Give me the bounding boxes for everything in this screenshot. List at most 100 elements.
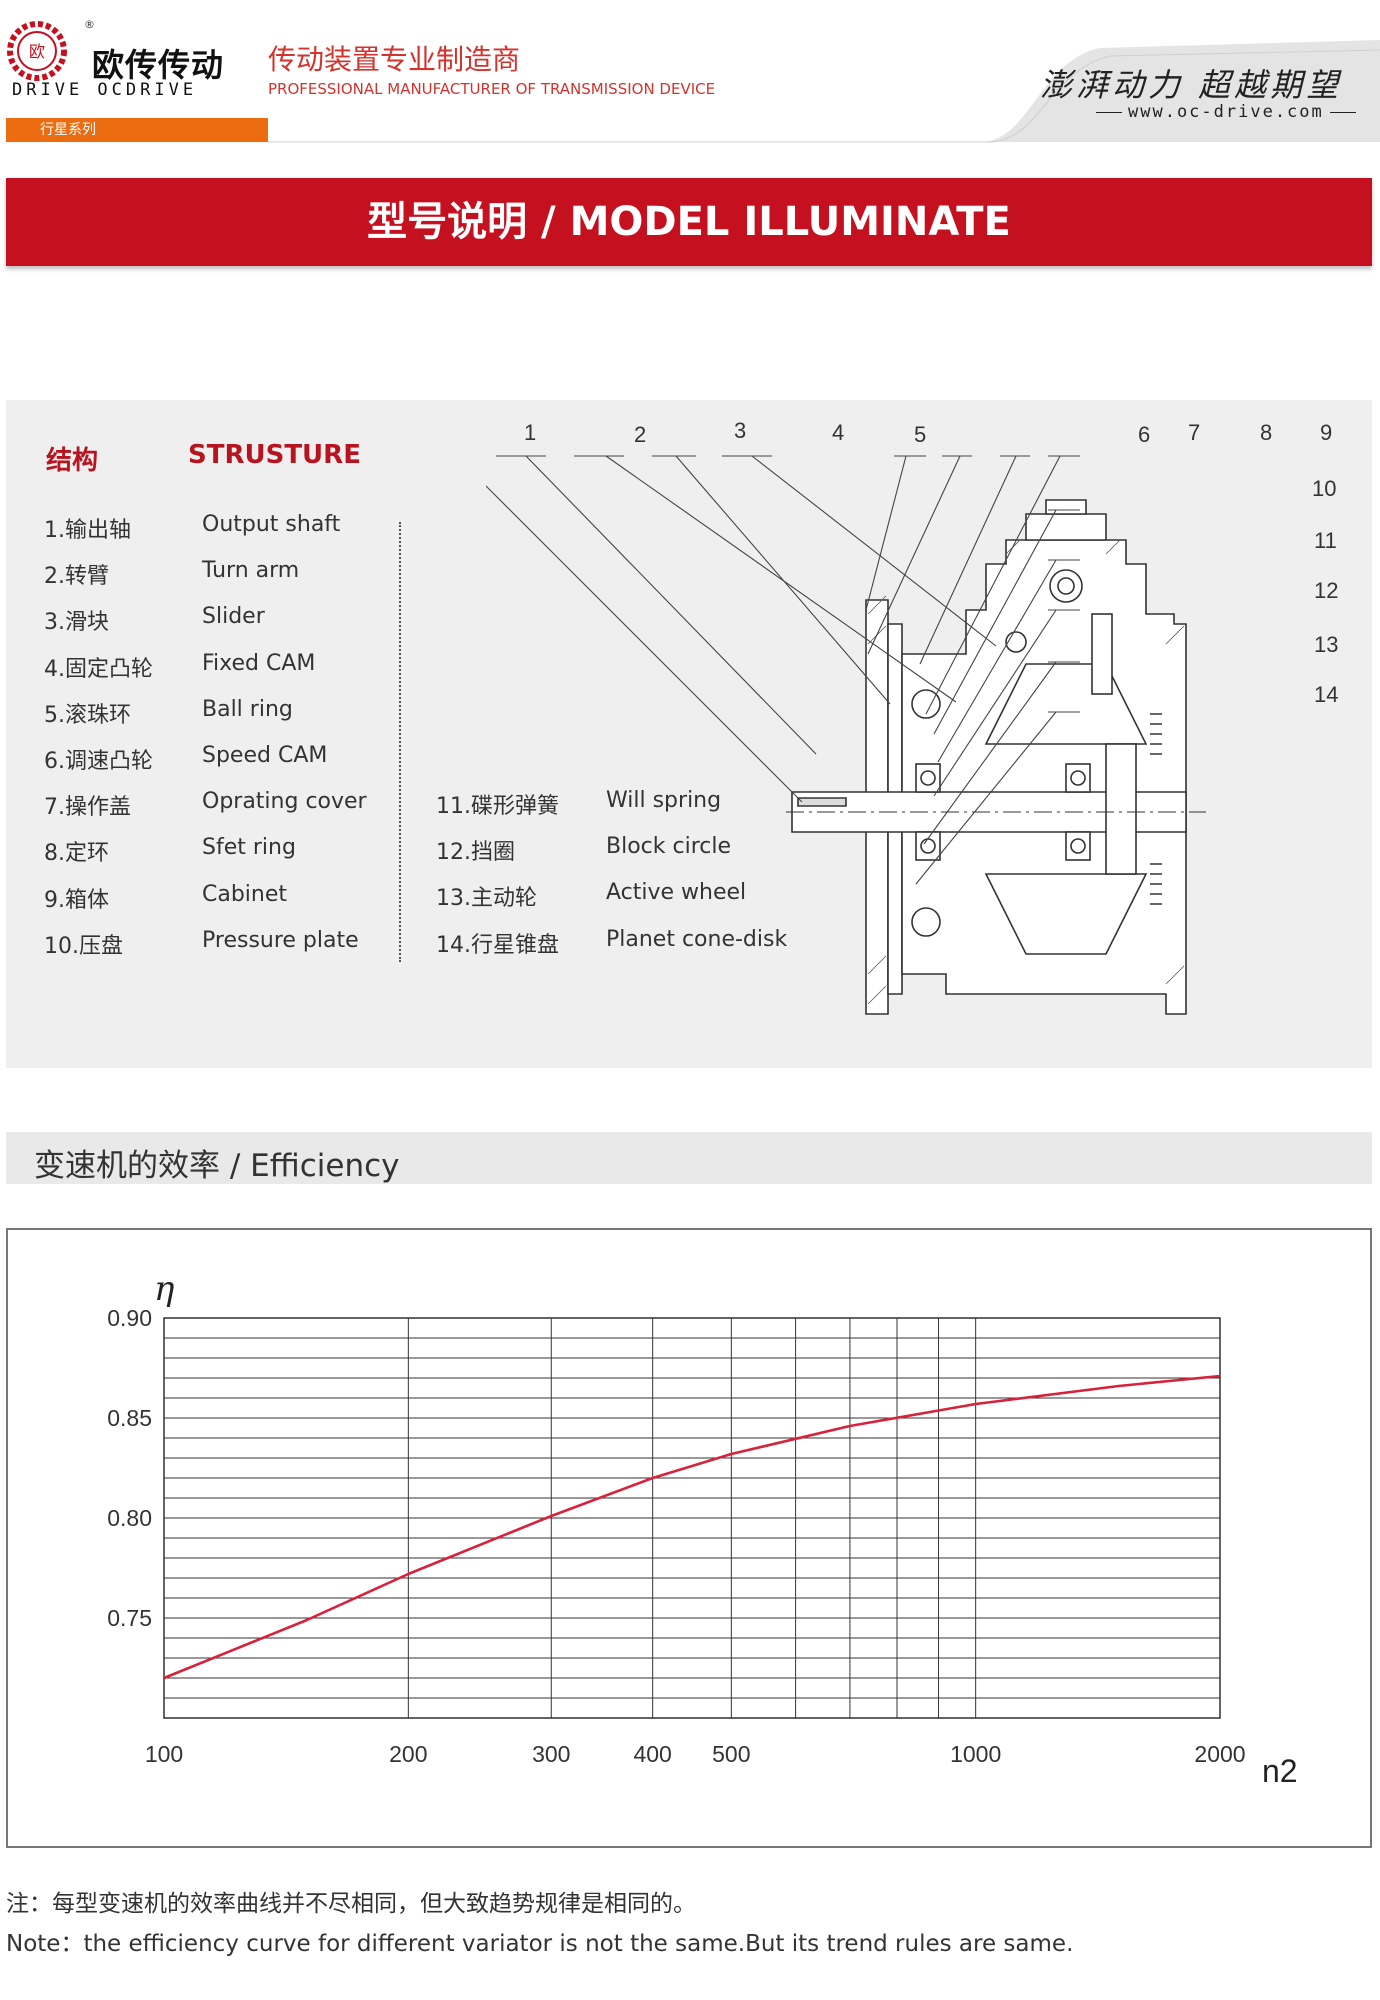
callout-1: 1 <box>524 420 536 445</box>
model-illuminate-banner: 型号说明 / MODEL ILLUMINATE <box>6 178 1372 266</box>
callout-10: 10 <box>1312 476 1336 501</box>
y-tick-label: 0.75 <box>107 1605 152 1631</box>
gear-logo-icon: 欧 <box>7 21 67 81</box>
leader-lines <box>486 455 1080 885</box>
part-row: 8.定环 Sfet ring <box>44 835 384 881</box>
part-name-cn: 9.箱体 <box>44 887 109 913</box>
structure-title-cn: 结构 <box>46 446 99 476</box>
callout-4: 4 <box>832 420 844 445</box>
section-hatching <box>867 539 1185 1005</box>
callout-2: 2 <box>634 422 646 447</box>
series-tab[interactable]: 行星系列 <box>6 118 268 142</box>
part-row: 9.箱体 Cabinet <box>44 882 384 928</box>
part-name-en: Speed CAM <box>202 742 328 768</box>
y-tick-label: 0.80 <box>107 1505 152 1531</box>
part-name-cn: 5.滚珠环 <box>44 702 131 728</box>
parts-list-left: 1.输出轴 Output shaft 2.转臂 Turn arm 3.滑块 Slide… <box>44 512 384 974</box>
part-row: 6.调速凸轮 Speed CAM <box>44 743 384 789</box>
y-tick-label: 0.85 <box>107 1405 152 1431</box>
part-row: 1.输出轴 Output shaft <box>44 512 384 558</box>
part-name-en: Block circle <box>606 834 732 860</box>
x-tick-label: 400 <box>633 1741 671 1767</box>
structure-panel: 结构 STRUSTURE 1.输出轴 Output shaft 2.转臂 Turn … <box>6 400 1372 1068</box>
x-tick-label: 2000 <box>1194 1741 1245 1767</box>
part-name-en: Planet cone-disk <box>606 926 788 952</box>
callout-7: 7 <box>1188 420 1200 445</box>
part-row: 4.固定凸轮 Fixed CAM <box>44 651 384 697</box>
part-name-cn: 3.滑块 <box>44 610 109 636</box>
part-row: 5.滚珠环 Ball ring <box>44 697 384 743</box>
part-name-en: Cabinet <box>202 881 288 907</box>
efficiency-header-bar: 变速机的效率 / Efficiency <box>6 1132 1372 1184</box>
callout-6: 6 <box>1138 422 1150 447</box>
part-name-cn: 1.输出轴 <box>44 518 131 543</box>
callout-12: 12 <box>1314 578 1338 603</box>
part-name-cn: 12.挡圈 <box>436 840 515 866</box>
part-name-cn: 4.固定凸轮 <box>44 656 153 682</box>
slogan: 澎湃动力 超越期望 <box>1040 66 1343 104</box>
part-name-en: Output shaft <box>202 512 341 537</box>
logo-badge-left: 欧 <box>29 42 45 61</box>
y-axis-label: η <box>154 1269 175 1309</box>
parts-list-right: 11.碟形弹簧 Will spring 12.挡圈 Block circle 13.… <box>436 788 836 973</box>
callout-number-layer: 1 2 3 4 5 6 7 8 9 10 11 12 13 14 <box>524 418 1338 707</box>
x-tick-label: 1000 <box>950 1741 1001 1767</box>
part-row: 11.碟形弹簧 Will spring <box>436 788 836 834</box>
part-name-en: Slider <box>202 604 265 630</box>
part-name-en: Fixed CAM <box>202 650 316 676</box>
part-name-en: Active wheel <box>606 880 747 906</box>
part-row: 13.主动轮 Active wheel <box>436 880 836 926</box>
structure-title-en: STRUSTURE <box>188 440 361 470</box>
part-row: 12.挡圈 Block circle <box>436 834 836 880</box>
x-tick-labels: 100 200 300 400 500 1000 2000 <box>145 1741 1246 1767</box>
part-name-cn: 13.主动轮 <box>436 886 537 912</box>
page-header: 欧 ® 欧传传动 DRIVE OCDRIVE 传动装置专业制造商 PROFESS… <box>0 0 1380 150</box>
logo-text-cn: 欧传传动 <box>92 46 225 84</box>
part-row: 3.滑块 Slider <box>44 604 384 650</box>
efficiency-chart-frame: 0.90 0.85 0.80 0.75 100 200 300 400 500 1000 2000… <box>6 1228 1372 1848</box>
y-tick-label: 0.90 <box>107 1305 152 1331</box>
chart-grid <box>163 1317 1221 1719</box>
website-link[interactable]: www.oc-drive.com <box>1090 102 1362 122</box>
callout-3: 3 <box>734 418 746 443</box>
variator-cross-section-drawing <box>486 455 1206 1015</box>
x-tick-label: 500 <box>712 1741 750 1767</box>
callout-11: 11 <box>1314 528 1337 553</box>
part-name-en: Sfet ring <box>202 835 296 861</box>
part-row: 2.转臂 Turn arm <box>44 558 384 604</box>
part-name-en: Pressure plate <box>202 927 359 953</box>
part-name-en: Turn arm <box>202 558 300 584</box>
efficiency-curve <box>163 1374 1221 1680</box>
dotted-divider <box>399 522 401 962</box>
logo-text-en: DRIVE OCDRIVE <box>12 80 198 100</box>
x-tick-label: 200 <box>389 1741 427 1767</box>
part-name-cn: 8.定环 <box>44 841 109 867</box>
callout-5: 5 <box>914 422 926 447</box>
x-tick-label: 300 <box>532 1741 570 1767</box>
x-axis-label: n2 <box>1262 1753 1298 1789</box>
callout-9: 9 <box>1320 420 1332 445</box>
registered-mark: ® <box>84 18 95 31</box>
y-tick-labels: 0.90 0.85 0.80 0.75 <box>107 1305 152 1631</box>
callout-8: 8 <box>1260 420 1272 445</box>
part-name-en: Ball ring <box>202 696 293 722</box>
efficiency-title: 变速机的效率 / Efficiency <box>34 1148 400 1184</box>
part-row: 14.行星锥盘 Planet cone-disk <box>436 927 836 973</box>
note-en: Note：the efficiency curve for different … <box>6 1931 1074 1957</box>
note-cn: 注：每型变速机的效率曲线并不尽相同，但大致趋势规律是相同的。 <box>6 1891 696 1917</box>
x-tick-label: 100 <box>145 1741 183 1767</box>
part-name-cn: 14.行星锥盘 <box>436 932 559 958</box>
housing-outline <box>786 499 1206 1015</box>
chart-series <box>163 1374 1221 1680</box>
callout-14: 14 <box>1314 682 1338 707</box>
part-name-en: Will spring <box>606 788 722 813</box>
callout-13: 13 <box>1314 632 1338 657</box>
part-name-cn: 11.碟形弹簧 <box>436 794 559 819</box>
tagline-cn: 传动装置专业制造商 <box>268 43 521 76</box>
part-name-cn: 7.操作盖 <box>44 795 131 821</box>
part-name-cn: 6.调速凸轮 <box>44 748 153 774</box>
efficiency-chart: 0.90 0.85 0.80 0.75 100 200 300 400 500 1000 2000… <box>107 1269 1298 1789</box>
part-name-cn: 2.转臂 <box>44 564 109 590</box>
